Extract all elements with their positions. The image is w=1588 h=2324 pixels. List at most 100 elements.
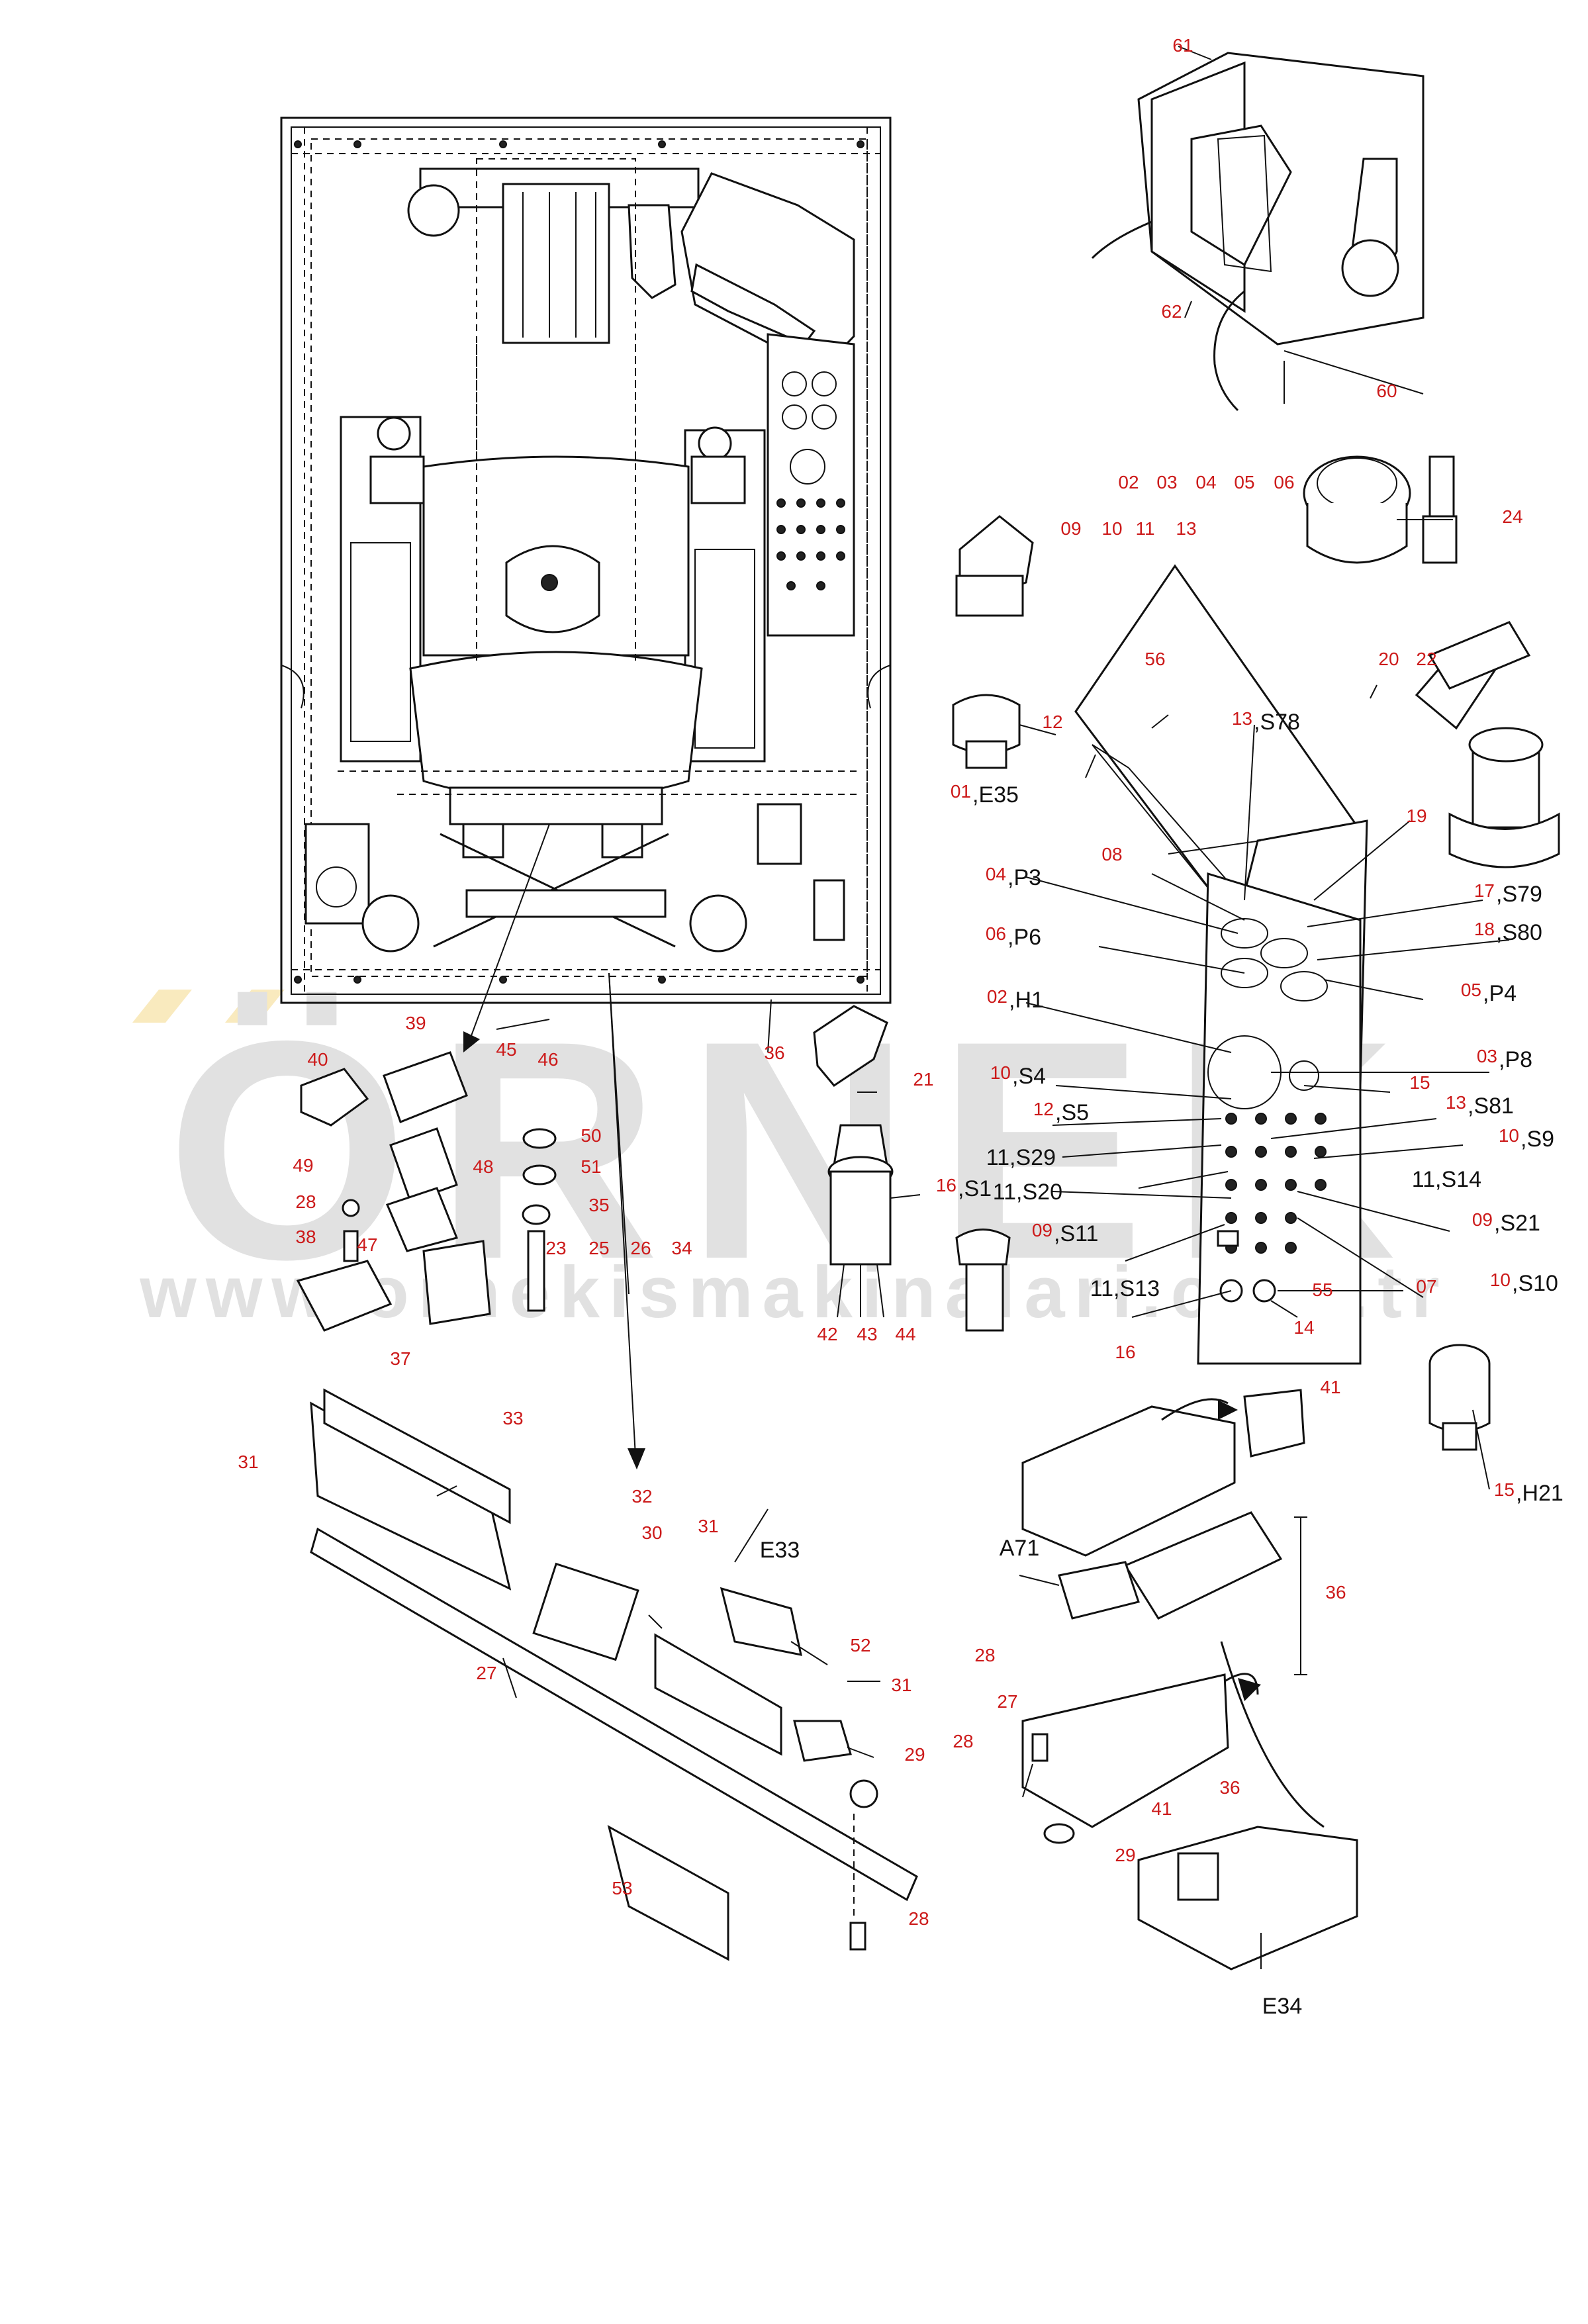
callout-label-cE35: ,E35 xyxy=(972,782,1019,808)
callout-label-cP6n: 06 xyxy=(986,923,1006,944)
callout-label-c32: 32 xyxy=(631,1486,652,1507)
callout-label-cS81: ,S81 xyxy=(1468,1093,1514,1119)
callout-label-cA71: A71 xyxy=(1000,1536,1040,1561)
callout-label-c37: 37 xyxy=(390,1348,410,1369)
electronics-boxes xyxy=(1021,1389,1358,1971)
arrow-head-up xyxy=(1238,1678,1261,1701)
callout-label-cS5n: 12 xyxy=(1033,1099,1054,1119)
callout-label-c29a: 29 xyxy=(904,1744,925,1765)
instrument-panel xyxy=(1074,564,1560,1451)
leader-lines xyxy=(436,46,1510,1969)
callout-label-cS21: ,S21 xyxy=(1494,1211,1540,1236)
callout-label-c03: 03 xyxy=(1156,472,1177,492)
callout-label-c52: 52 xyxy=(850,1635,870,1655)
callout-label-cP4n: 05 xyxy=(1461,980,1481,1000)
callout-label-c27a: 27 xyxy=(476,1663,496,1683)
callout-label-c19: 19 xyxy=(1406,806,1426,826)
callout-label-c31b: 31 xyxy=(698,1516,718,1536)
callout-label-c12: 12 xyxy=(1042,712,1062,732)
hour-meter-gauge xyxy=(952,455,1458,769)
callout-label-c28a: 28 xyxy=(295,1191,316,1212)
callout-label-cS1: ,S1 xyxy=(958,1176,992,1201)
callout-label-c33: 33 xyxy=(502,1408,523,1428)
callout-label-cS80: ,S80 xyxy=(1496,920,1542,945)
callout-label-c26: 26 xyxy=(630,1238,651,1258)
callout-label-c36c: 36 xyxy=(1219,1777,1240,1798)
callout-label-cS10n: 10 xyxy=(1490,1270,1511,1290)
callout-label-cS14: 11,S14 xyxy=(1412,1167,1481,1192)
callout-label-c53: 53 xyxy=(612,1878,632,1898)
callout-label-c28c: 28 xyxy=(953,1731,973,1751)
printer-unit xyxy=(1091,52,1425,412)
callout-label-cE35n: 01 xyxy=(951,781,971,802)
callout-label-c60: 60 xyxy=(1376,381,1397,401)
callout-label-cS21n: 09 xyxy=(1472,1209,1493,1230)
arrow-head-right xyxy=(1218,1400,1238,1420)
callout-label-c31a: 31 xyxy=(238,1452,258,1472)
callout-label-cS80n: 18 xyxy=(1474,919,1495,939)
callout-label-c42: 42 xyxy=(817,1324,837,1344)
callout-label-c15a: 15 xyxy=(1409,1072,1430,1093)
callout-label-c43: 43 xyxy=(857,1324,877,1344)
callout-label-cS78n: 13 xyxy=(1232,708,1252,729)
callout-label-c55: 55 xyxy=(1312,1279,1332,1300)
callout-label-c16b: 16 xyxy=(1115,1342,1135,1362)
callout-label-c36b: 36 xyxy=(1325,1582,1346,1603)
callout-label-cS79n: 17 xyxy=(1474,880,1495,901)
callout-label-cS29: 11,S29 xyxy=(986,1145,1056,1170)
callout-label-cS1n: 16 xyxy=(936,1175,957,1195)
callout-label-cS78: ,S78 xyxy=(1254,710,1300,735)
callout-label-cS9n: 10 xyxy=(1499,1125,1519,1146)
assembly-arrows xyxy=(463,823,1261,1701)
callout-label-cH1: ,H1 xyxy=(1009,988,1044,1013)
callout-label-c62: 62 xyxy=(1161,301,1182,322)
callout-label-c04: 04 xyxy=(1195,472,1216,492)
callout-label-c41b: 41 xyxy=(1151,1798,1172,1819)
callout-label-c39: 39 xyxy=(405,1013,426,1033)
callout-label-cS81n: 13 xyxy=(1446,1092,1466,1113)
callout-label-cP8: ,P8 xyxy=(1499,1047,1532,1072)
callout-label-cP4: ,P4 xyxy=(1483,981,1517,1006)
callout-label-cS13: 11,S13 xyxy=(1090,1276,1160,1301)
callout-label-c46: 46 xyxy=(537,1049,558,1070)
ignition-switch xyxy=(813,1005,1011,1332)
watermark-accent-right xyxy=(225,990,285,1023)
callout-label-cS79: ,S79 xyxy=(1496,882,1542,907)
connector-set xyxy=(296,1051,557,1332)
callout-label-cP3: ,P3 xyxy=(1007,865,1041,890)
callout-label-cS20: 11,S20 xyxy=(993,1180,1062,1205)
callout-label-c61: 61 xyxy=(1172,35,1193,56)
callout-label-c20: 20 xyxy=(1378,649,1399,669)
callout-label-c34: 34 xyxy=(671,1238,692,1258)
callout-label-c51: 51 xyxy=(581,1156,601,1177)
callout-label-c07: 07 xyxy=(1416,1276,1436,1297)
callout-label-c08: 08 xyxy=(1101,844,1122,864)
callout-label-c27b: 27 xyxy=(997,1691,1017,1712)
terminal-rail-assembly xyxy=(310,1388,918,1961)
callout-label-c36a: 36 xyxy=(764,1043,784,1063)
callout-label-cE33: E33 xyxy=(760,1538,800,1563)
callout-label-c50: 50 xyxy=(581,1125,601,1146)
callout-label-c35: 35 xyxy=(588,1195,609,1215)
callout-label-c05: 05 xyxy=(1234,472,1254,492)
callout-label-c47: 47 xyxy=(357,1234,377,1255)
callout-label-c40: 40 xyxy=(307,1049,328,1070)
arrow-head-left xyxy=(463,1031,480,1052)
callout-label-c11: 11 xyxy=(1135,518,1154,539)
callout-label-c44: 44 xyxy=(895,1324,915,1344)
callout-label-cH1n: 02 xyxy=(987,986,1007,1007)
callout-label-c41a: 41 xyxy=(1320,1377,1340,1397)
watermark-brand: ÖRNEK xyxy=(166,976,1422,1324)
callout-label-c38: 38 xyxy=(295,1227,316,1247)
callout-label-c56: 56 xyxy=(1144,649,1165,669)
callout-label-cE34: E34 xyxy=(1262,1994,1303,2019)
callout-label-c28b: 28 xyxy=(974,1645,995,1665)
callout-label-c31c: 31 xyxy=(891,1675,911,1695)
arrow-head-down xyxy=(628,1448,645,1469)
callout-label-cH21: ,H21 xyxy=(1516,1481,1564,1506)
callout-label-c30: 30 xyxy=(641,1522,662,1543)
callout-label-c09: 09 xyxy=(1060,518,1081,539)
